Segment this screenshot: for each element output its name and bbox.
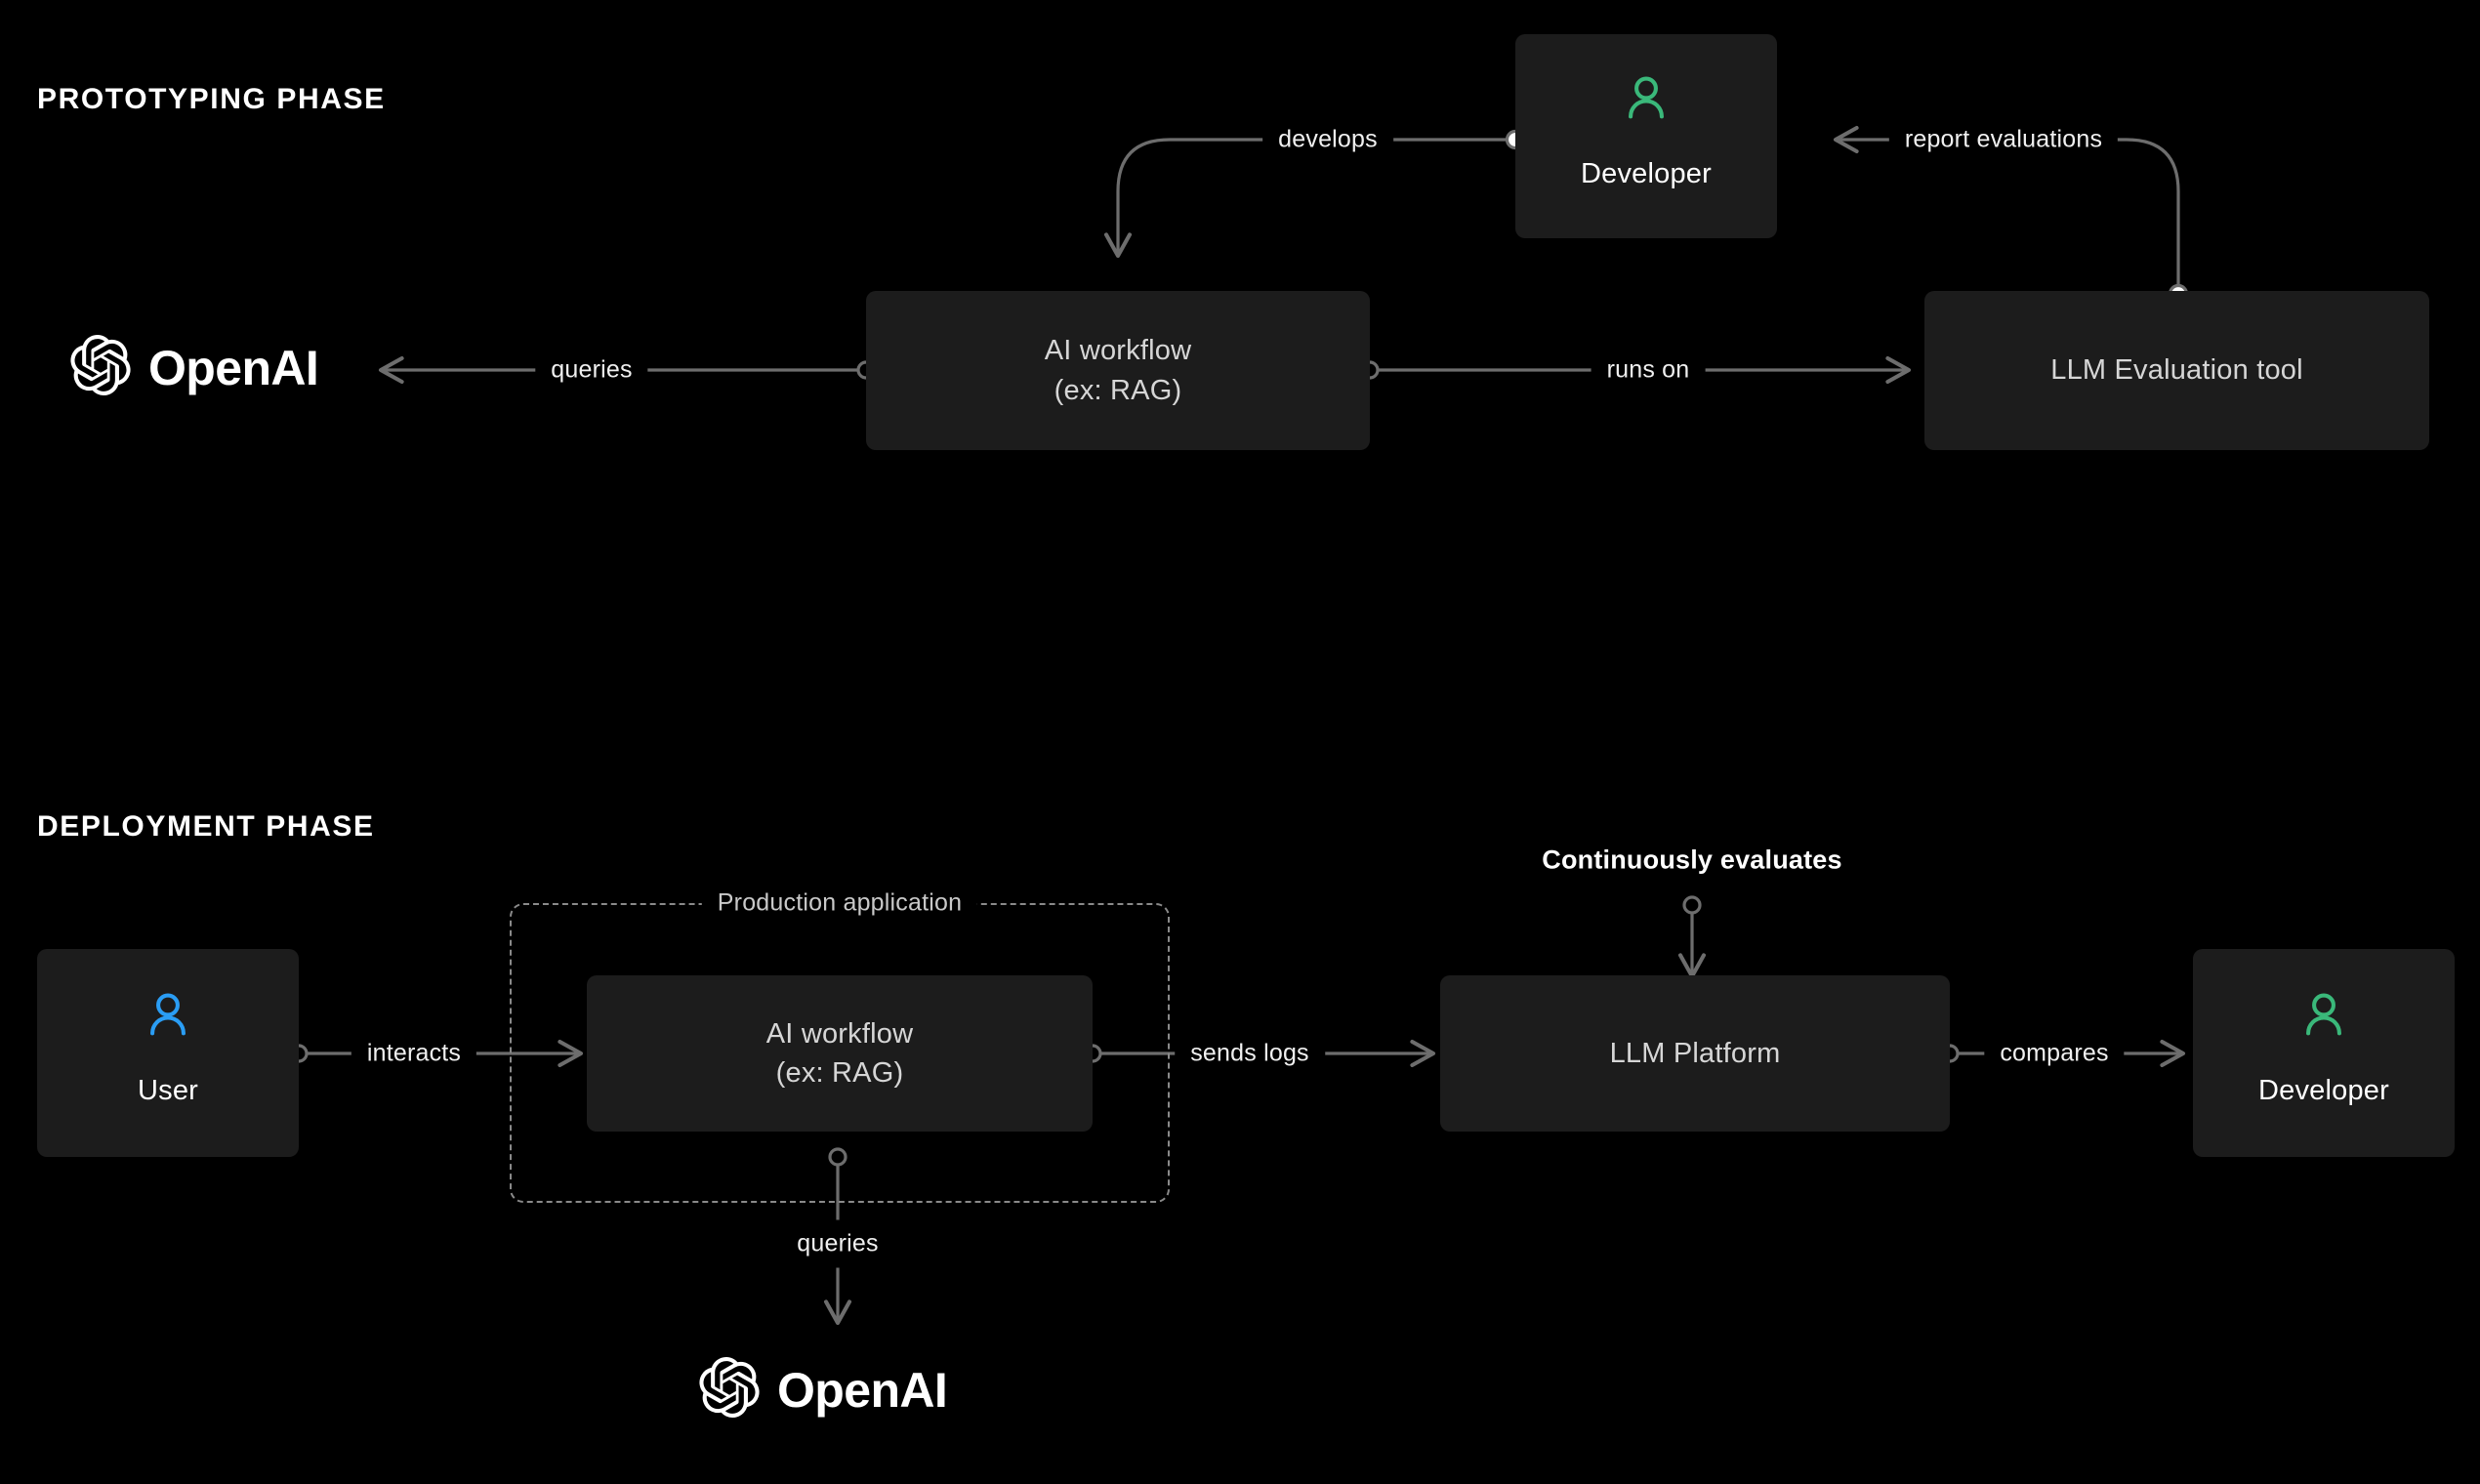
- edge-label-continuously-evaluates: Continuously evaluates: [1542, 845, 1842, 875]
- edge-continuously-evaluates: [1677, 895, 1707, 979]
- openai-brand-top: OpenAI: [70, 335, 319, 400]
- node-label: Developer: [2258, 1075, 2389, 1106]
- openai-logo-icon: [699, 1357, 760, 1422]
- edge-label-interacts: interacts: [351, 1029, 477, 1078]
- node-ai-workflow-prototyping[interactable]: AI workflow (ex: RAG): [866, 291, 1370, 450]
- person-icon: [2298, 990, 2349, 1050]
- openai-wordmark: OpenAI: [777, 1362, 948, 1418]
- openai-wordmark: OpenAI: [148, 340, 319, 395]
- edge-label-queries-top: queries: [535, 346, 648, 394]
- page-title-prototyping: PROTOTYPING PHASE: [37, 83, 386, 115]
- edge-report-evaluations: [1833, 125, 2189, 305]
- page-title-deployment: DEPLOYMENT PHASE: [37, 810, 375, 843]
- node-label: Developer: [1581, 158, 1712, 189]
- node-developer-deployment[interactable]: Developer: [2193, 949, 2455, 1157]
- node-llm-evaluation-tool[interactable]: LLM Evaluation tool: [1924, 291, 2429, 450]
- edge-label-develops: develops: [1262, 115, 1393, 164]
- node-label: LLM Evaluation tool: [2050, 354, 2303, 387]
- node-label: AI workflow (ex: RAG): [765, 1017, 914, 1089]
- person-icon: [1621, 73, 1672, 133]
- node-llm-platform[interactable]: LLM Platform: [1440, 975, 1950, 1132]
- edge-label-queries-bottom: queries: [781, 1219, 894, 1268]
- edge-label-compares: compares: [1984, 1029, 2125, 1078]
- node-user[interactable]: User: [37, 949, 299, 1157]
- node-ai-workflow-deployment[interactable]: AI workflow (ex: RAG): [587, 975, 1093, 1132]
- openai-logo-icon: [70, 335, 131, 400]
- openai-brand-bottom: OpenAI: [699, 1357, 948, 1422]
- edge-label-report-evaluations: report evaluations: [1888, 115, 2119, 164]
- node-label: User: [137, 1075, 199, 1106]
- node-developer-prototyping[interactable]: Developer: [1515, 34, 1777, 238]
- group-label-production-application: Production application: [701, 888, 978, 918]
- edge-label-sends-logs: sends logs: [1175, 1029, 1325, 1078]
- edge-label-runs-on: runs on: [1591, 346, 1706, 394]
- node-label: AI workflow (ex: RAG): [1044, 335, 1192, 406]
- node-label: LLM Platform: [1609, 1037, 1781, 1069]
- person-icon: [143, 990, 193, 1050]
